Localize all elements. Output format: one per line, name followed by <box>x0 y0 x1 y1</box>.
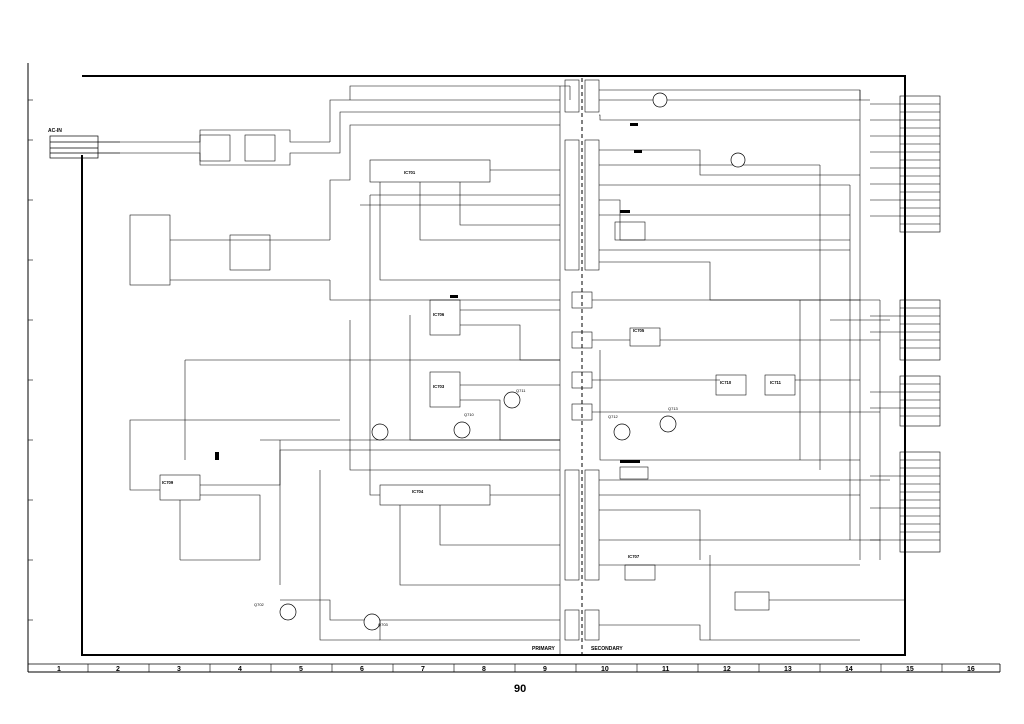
column-number-1: 1 <box>57 666 61 673</box>
column-number-5: 5 <box>299 666 303 673</box>
column-number-6: 6 <box>360 666 364 673</box>
column-number-7: 7 <box>421 666 425 673</box>
secondary-label: SECONDARY <box>591 646 623 652</box>
page-number: 90 <box>514 683 526 695</box>
sheet-frame <box>27 63 1001 673</box>
q711-label: Q711 <box>516 388 526 393</box>
column-number-8: 8 <box>482 666 486 673</box>
ic703-label: IC703 <box>433 384 445 389</box>
transistor-symbols <box>279 92 746 631</box>
primary-label: PRIMARY <box>532 646 556 652</box>
ic701-label: IC701 <box>404 170 416 175</box>
column-number-14: 14 <box>845 666 853 673</box>
wiring <box>120 79 905 655</box>
q713-label: Q713 <box>668 406 679 411</box>
board-border <box>81 75 906 656</box>
ac-in-label: AC-IN <box>48 128 62 134</box>
q710-label: Q710 <box>464 412 475 417</box>
component-marks <box>215 123 642 463</box>
ic709-label: IC709 <box>162 480 174 485</box>
ic711-label: IC711 <box>770 380 782 385</box>
ic706-label: IC706 <box>433 312 445 317</box>
ic705-label: IC705 <box>633 328 645 333</box>
q702-label: Q702 <box>254 602 265 607</box>
column-number-4: 4 <box>238 666 242 673</box>
ac-inlet-connector <box>49 135 120 159</box>
ic710-label: IC710 <box>720 380 732 385</box>
column-number-10: 10 <box>601 666 609 673</box>
ic704-label: IC704 <box>412 489 424 494</box>
column-number-2: 2 <box>116 666 120 673</box>
q703-label: Q703 <box>378 622 389 627</box>
column-number-3: 3 <box>177 666 181 673</box>
column-number-9: 9 <box>543 666 547 673</box>
q712-label: Q712 <box>608 414 619 419</box>
column-number-13: 13 <box>784 666 792 673</box>
column-number-11: 11 <box>662 666 670 673</box>
output-connectors <box>870 95 941 553</box>
ic707-label: IC707 <box>628 554 640 559</box>
column-number-15: 15 <box>906 666 914 673</box>
column-number-12: 12 <box>723 666 731 673</box>
column-number-16: 16 <box>967 666 975 673</box>
